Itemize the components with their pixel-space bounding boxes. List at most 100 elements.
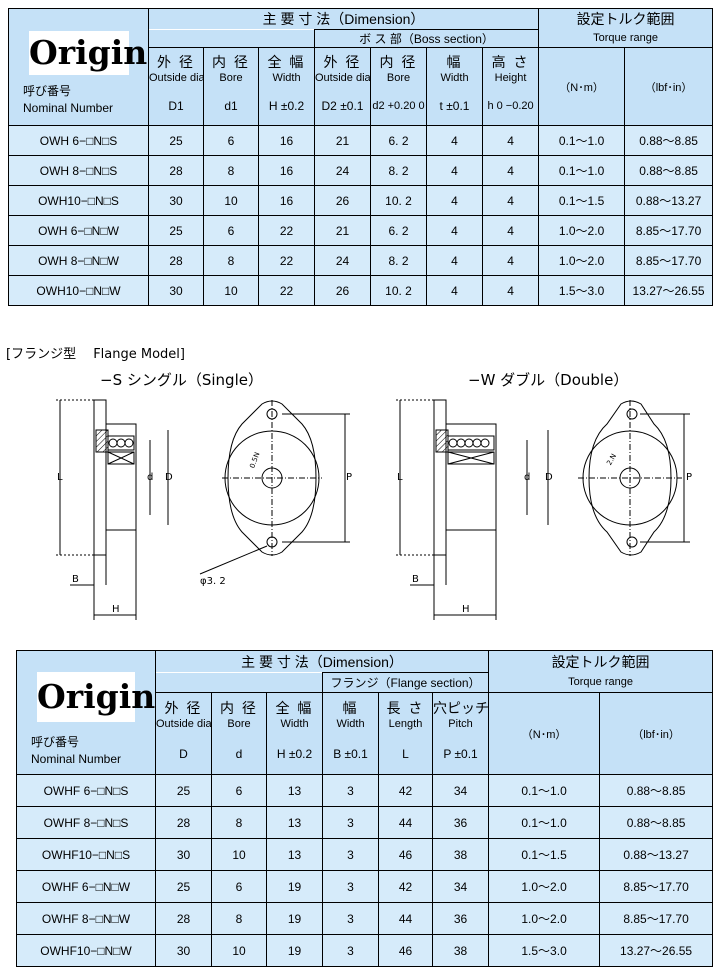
value-cell: 16 bbox=[258, 185, 315, 216]
value-cell: 0.88～13.27 bbox=[624, 185, 714, 216]
value-cell: 34 bbox=[431, 870, 490, 903]
value-cell: 1.5～3.0 bbox=[488, 934, 601, 967]
value-cell: 1.0～2.0 bbox=[538, 215, 626, 246]
value-cell: 0.1～1.0 bbox=[488, 774, 601, 807]
col-en: Width bbox=[440, 71, 469, 84]
flange-model-caption: [フランジ型 Flange Model] bbox=[6, 347, 185, 362]
nominal-number-cell: OWH10−□N□S bbox=[8, 185, 149, 216]
dim-d: d bbox=[524, 472, 530, 483]
col-en: Bore bbox=[219, 71, 243, 84]
value-cell: 0.88～8.85 bbox=[599, 774, 714, 807]
value-cell: 26 bbox=[314, 275, 371, 306]
value-cell: 38 bbox=[431, 838, 490, 871]
value-cell: 34 bbox=[431, 774, 490, 807]
value-cell: 13.27～26.55 bbox=[599, 934, 714, 967]
value-cell: 8.85～17.70 bbox=[599, 902, 714, 935]
dim-H: H bbox=[462, 604, 470, 615]
col-en: Pitch bbox=[448, 717, 473, 730]
col-symbol: H ±0.2 bbox=[266, 734, 323, 775]
col-symbol: L bbox=[378, 734, 433, 775]
value-cell: 25 bbox=[148, 215, 204, 246]
nominal-header: Origin 呼び番号 Nominal Number bbox=[8, 8, 149, 126]
dim-phi: φ3. 2 bbox=[200, 576, 226, 587]
value-cell: 4 bbox=[481, 245, 540, 276]
value-cell: 0.1～1.0 bbox=[488, 806, 601, 839]
value-cell: 0.88～8.85 bbox=[624, 125, 714, 156]
value-cell: 46 bbox=[378, 838, 433, 871]
col-jp: 幅 bbox=[446, 53, 463, 70]
value-cell: 4 bbox=[481, 125, 540, 156]
dim-D: D bbox=[545, 472, 553, 483]
value-cell: 0.1～1.0 bbox=[538, 125, 626, 156]
value-cell: 0.1～1.0 bbox=[538, 155, 626, 186]
double-title: −W ダブル（Double） bbox=[468, 371, 628, 389]
nominal-number-en: Nominal Number bbox=[31, 751, 122, 766]
col-en: Outside dia. bbox=[156, 717, 212, 730]
unit-nm: （N･m） bbox=[488, 692, 601, 775]
value-cell: 10 bbox=[203, 275, 259, 306]
nominal-number-jp: 呼び番号 bbox=[31, 734, 80, 749]
col-jp: 内 径 bbox=[379, 53, 418, 70]
col-jp: 高 さ bbox=[491, 53, 530, 70]
value-cell: 25 bbox=[148, 125, 204, 156]
col-jp: 内 径 bbox=[212, 53, 250, 70]
col-symbol: B ±0.1 bbox=[322, 734, 379, 775]
col-en: Outside dia. bbox=[149, 71, 204, 84]
value-cell: 30 bbox=[155, 934, 212, 967]
value-cell: 8. 2 bbox=[370, 155, 427, 186]
unit-lbf: （lbf･in） bbox=[599, 692, 714, 775]
col-jp: 外 径 bbox=[157, 53, 195, 70]
dimension-table-flange: Origin 呼び番号 Nominal Number 主 要 寸 法（Dimen… bbox=[16, 650, 714, 967]
main-dimension-header: 主 要 寸 法（Dimension） bbox=[147, 8, 540, 30]
flange-section-header: フランジ（Flange section） bbox=[321, 672, 490, 693]
col-jp: 全 幅 bbox=[275, 699, 314, 716]
value-cell: 36 bbox=[431, 902, 490, 935]
value-cell: 21 bbox=[314, 215, 371, 246]
dim-L: L bbox=[397, 472, 403, 483]
value-cell: 3 bbox=[322, 870, 379, 903]
value-cell: 28 bbox=[155, 902, 212, 935]
value-cell: 19 bbox=[266, 870, 323, 903]
col-symbol: d bbox=[211, 734, 267, 775]
col-symbol: D1 bbox=[148, 87, 204, 126]
value-cell: 1.0～2.0 bbox=[488, 902, 601, 935]
value-cell: 42 bbox=[378, 774, 433, 807]
mark-double: 2.N bbox=[605, 452, 618, 466]
dim-B: B bbox=[412, 574, 419, 585]
value-cell: 24 bbox=[314, 245, 371, 276]
value-cell: 13 bbox=[266, 806, 323, 839]
value-cell: 13.27～26.55 bbox=[624, 275, 714, 306]
value-cell: 4 bbox=[481, 185, 540, 216]
value-cell: 24 bbox=[314, 155, 371, 186]
value-cell: 8 bbox=[211, 902, 267, 935]
value-cell: 44 bbox=[378, 902, 433, 935]
single-front-view bbox=[199, 400, 350, 575]
value-cell: 13 bbox=[266, 774, 323, 807]
value-cell: 19 bbox=[266, 902, 323, 935]
nominal-number-cell: OWHF10−□N□W bbox=[16, 934, 156, 967]
value-cell: 0.88～13.27 bbox=[599, 838, 714, 871]
value-cell: 3 bbox=[322, 806, 379, 839]
dim-L: L bbox=[57, 472, 63, 483]
col-jp: 全 幅 bbox=[267, 53, 306, 70]
torque-header-jp: 設定トルク範囲 bbox=[488, 650, 714, 673]
col-en: Bore bbox=[386, 71, 411, 84]
col-en: Height bbox=[494, 71, 527, 84]
col-en: Width bbox=[280, 717, 309, 730]
value-cell: 25 bbox=[155, 870, 212, 903]
value-cell: 30 bbox=[155, 838, 212, 871]
single-side-view bbox=[56, 399, 169, 620]
value-cell: 4 bbox=[426, 275, 483, 306]
value-cell: 8.85～17.70 bbox=[599, 870, 714, 903]
nominal-number-cell: OWHF10−□N□S bbox=[16, 838, 156, 871]
torque-header-en: Torque range bbox=[488, 672, 714, 693]
nominal-number-cell: OWH10−□N□W bbox=[8, 275, 149, 306]
